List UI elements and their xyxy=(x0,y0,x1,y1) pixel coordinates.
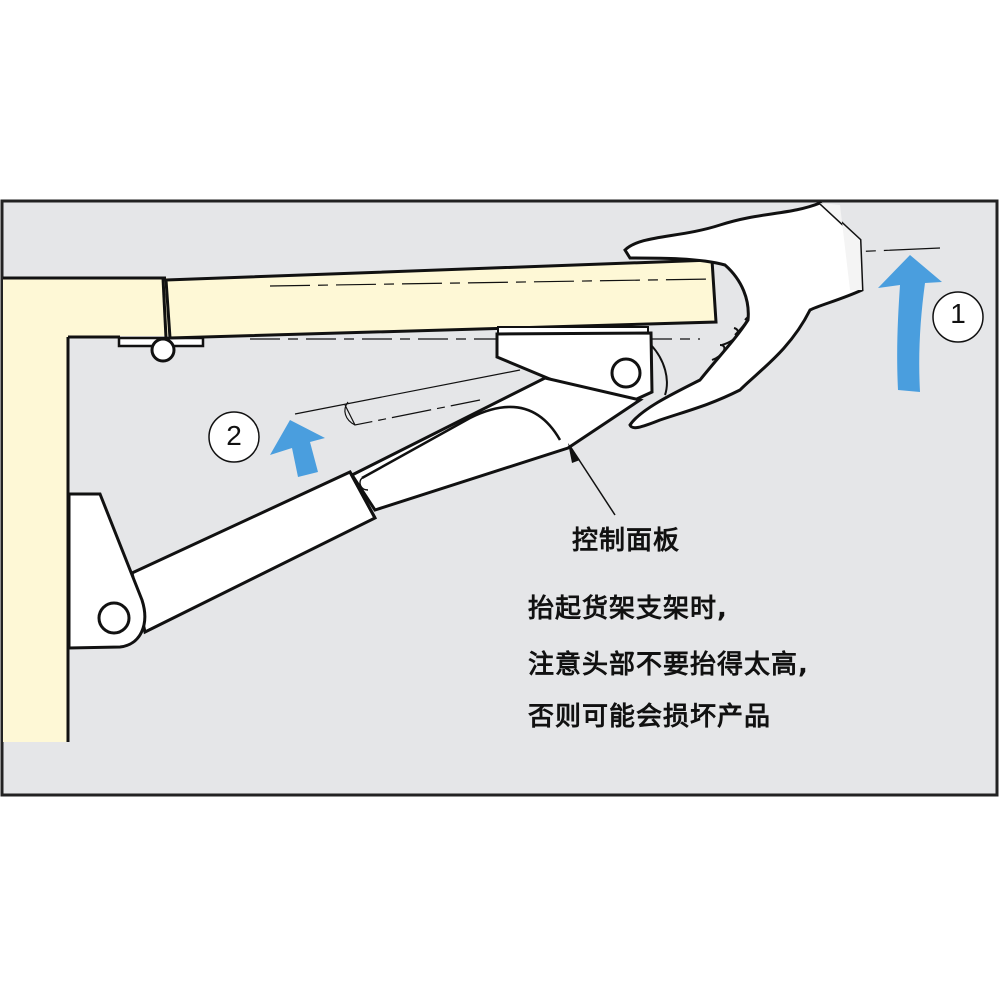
mounting-bracket xyxy=(495,326,668,405)
hand xyxy=(623,201,864,430)
hinge xyxy=(117,336,205,363)
callout-pointer xyxy=(568,443,616,516)
arrow-up-left-icon xyxy=(270,420,325,477)
control-panel-lever xyxy=(349,376,644,512)
step-2-circle xyxy=(208,411,260,463)
step-2-number: 2 xyxy=(226,420,242,451)
control-panel-label: 控制面板 xyxy=(572,526,681,556)
note-line-2: 注意头部不要抬得太高, xyxy=(528,650,809,680)
note-line-1: 抬起货架支架时, xyxy=(528,594,728,624)
wall-bracket xyxy=(67,492,147,650)
step-1-circle xyxy=(932,291,984,343)
step-1-number: 1 xyxy=(950,298,966,329)
note-line-3: 否则可能会损坏产品 xyxy=(528,702,772,732)
lever-ghost-outline xyxy=(294,369,521,426)
arrow-up-icon xyxy=(878,255,942,392)
